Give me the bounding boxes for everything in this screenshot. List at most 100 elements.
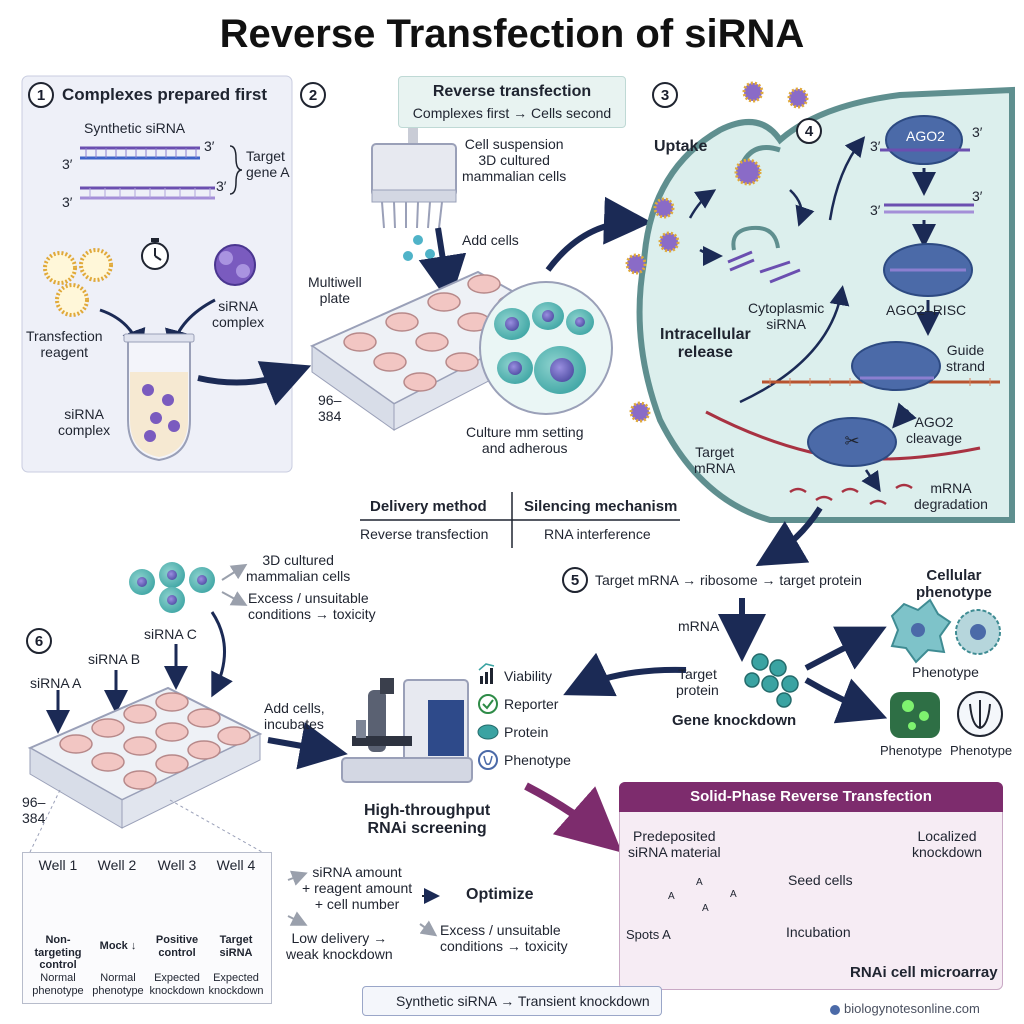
predeposited-label: Predeposited siRNA material	[628, 828, 721, 861]
end-3-label: 3′	[972, 188, 983, 204]
endosome-icon	[727, 225, 801, 284]
spots-label: Spots A	[626, 927, 671, 942]
well-result: Expected knockdown	[149, 972, 205, 997]
sirna-c-label: siRNA C	[144, 626, 197, 642]
ago2-risc-label: AGO2–RISC	[886, 302, 967, 318]
phenotype-label: Phenotype	[950, 743, 1013, 758]
plate-size-label: 96– 384	[318, 392, 342, 425]
localized-knockdown-label: Localized knockdown	[912, 828, 983, 861]
phenotype-icon	[478, 750, 498, 770]
transfection-reagent-label: Transfection reagent	[26, 328, 103, 361]
plate-size-label: 96– 384	[22, 794, 46, 827]
well-result: Normal phenotype	[32, 972, 84, 997]
well-result: Normal phenotype	[92, 972, 144, 997]
target-mrna-label: Target mRNA	[694, 444, 736, 477]
ago2-cleavage-label: AGO2 cleavage	[906, 414, 963, 447]
add-cells-label: Add cells	[462, 232, 519, 248]
multiwell-plate-label: Multiwell plate	[308, 274, 362, 307]
target-protein-label: Target protein	[676, 666, 719, 699]
toxicity-label: Excess / unsuitable conditions → toxicit…	[248, 590, 376, 623]
viability-icon	[478, 663, 495, 684]
mrna-degradation-label: mRNA degradation	[914, 480, 988, 513]
guide-strand-icon	[884, 203, 974, 214]
multichannel-pipette-icon	[371, 128, 457, 261]
spot-letter: A	[730, 889, 737, 900]
guide-strand-label: Guide strand	[946, 342, 985, 375]
magnified-cells-icon	[479, 281, 613, 415]
silencing-mechanism-header: Silencing mechanism	[524, 498, 678, 515]
seed-cells-label: Seed cells	[788, 872, 853, 888]
cleavage-icon: ✂	[705, 410, 981, 467]
step-1-badge: 1	[28, 82, 54, 108]
solid-phase-title: Solid-Phase Reverse Transfection	[690, 788, 932, 805]
sirna-complex-label: siRNA complex	[212, 298, 265, 331]
site-credit: biologynotesonline.com	[844, 1001, 980, 1016]
ago2-label: AGO2	[906, 128, 945, 144]
cellular-phenotype-label: Cellular phenotype	[916, 567, 992, 602]
mrna-label: mRNA	[678, 618, 720, 634]
end-3-label: 3′	[62, 156, 73, 172]
reverse-transfection-title: Reverse transfection	[432, 83, 592, 100]
panel-1-background	[21, 75, 293, 473]
well-label: Positive control	[155, 934, 199, 959]
sirna-duplex-icon	[80, 145, 243, 200]
optimize-label: Optimize	[466, 886, 534, 903]
well-name: Well 3	[157, 857, 197, 873]
mrna-fragments-icon	[789, 483, 913, 506]
reporter-icon	[478, 694, 498, 714]
sirna-complex-icon	[214, 244, 256, 286]
gene-knockdown-label: Gene knockdown	[672, 712, 797, 729]
uptake-label: Uptake	[654, 138, 708, 155]
microarray-label: RNAi cell microarray	[850, 964, 998, 981]
protein-icon	[477, 724, 499, 740]
spot-letter: A	[702, 903, 709, 914]
hts-label: High-throughput RNAi screening	[364, 802, 491, 838]
step-2-badge: 2	[300, 82, 326, 108]
phenotype-label: Phenotype	[880, 743, 943, 758]
delivery-method-header: Delivery method	[370, 498, 487, 515]
timer-icon	[141, 238, 169, 270]
reverse-transfection-subtitle: Complexes first → Cells second	[412, 105, 612, 121]
sirna-b-label: siRNA B	[88, 651, 141, 667]
spot-letter: A	[696, 877, 703, 888]
delivery-method-value: Reverse transfection	[360, 526, 489, 542]
well-name: Well 1	[38, 857, 78, 873]
cultured-cells-label: 3D cultured mammalian cells	[246, 552, 351, 585]
reverse-transfection-box	[398, 76, 626, 128]
readout-reporter: Reporter	[504, 696, 559, 712]
sirna-complex-particles	[625, 81, 809, 423]
liposome-icon	[43, 248, 113, 317]
ago2-risc-icon	[883, 243, 973, 297]
end-3-label: 3′	[204, 138, 215, 154]
screening-plate-icon	[27, 686, 263, 829]
optimize-inputs-label: siRNA amount + reagent amount + cell num…	[302, 864, 413, 913]
footer-note-box	[362, 986, 662, 1016]
step-6-badge: 6	[26, 628, 52, 654]
sirna-a-label: siRNA A	[30, 675, 82, 691]
cytoplasmic-sirna-label: Cytoplasmic siRNA	[748, 300, 825, 333]
solid-phase-header	[619, 782, 1003, 812]
silencing-mechanism-value: RNA interference	[544, 526, 651, 542]
well-label: Mock ↓	[99, 940, 137, 952]
panel-1-heading: Complexes prepared first	[62, 85, 268, 104]
protein-cluster-icon	[744, 653, 799, 708]
target-gene-label: Target gene A	[246, 148, 290, 181]
step-5-badge: 5	[562, 567, 588, 593]
microscope-icon	[341, 678, 473, 783]
end-3-label: 3′	[62, 194, 73, 210]
well-name: Well 2	[97, 857, 137, 873]
phenotype-label: Phenotype	[912, 664, 979, 680]
low-delivery-label: Low delivery → weak knockdown	[286, 930, 393, 963]
site-logo-icon	[830, 1005, 840, 1015]
step-4-badge: 4	[796, 118, 822, 144]
spot-letter: A	[668, 891, 675, 902]
well-label: Non- targeting control	[34, 934, 82, 972]
step-3-badge: 3	[652, 82, 678, 108]
well-name: Well 4	[216, 857, 256, 873]
well-result: Expected knockdown	[208, 972, 264, 997]
ago2-protein-icon	[880, 115, 970, 165]
controls-wells-box	[22, 852, 272, 1004]
well-label: Target siRNA	[219, 934, 253, 959]
page-title: Reverse Transfection of siRNA	[219, 12, 805, 56]
svg-text:✂: ✂	[844, 431, 859, 452]
